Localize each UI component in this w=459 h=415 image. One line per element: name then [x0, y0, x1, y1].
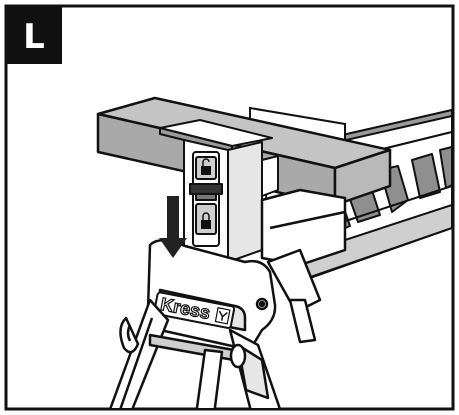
down-arrow-icon: [159, 196, 187, 258]
sawhorse-drawing: Kress: [96, 96, 452, 408]
clamp-column: [159, 119, 279, 263]
padlock-locked-icon: [201, 212, 211, 229]
lock-slider-switch: [189, 183, 223, 201]
step-letter: L: [23, 17, 45, 57]
padlock-unlocked-icon: [201, 158, 211, 175]
kress-logo-mark-icon: [214, 307, 231, 325]
step-badge: L: [6, 6, 62, 64]
front-legs: [109, 298, 317, 408]
